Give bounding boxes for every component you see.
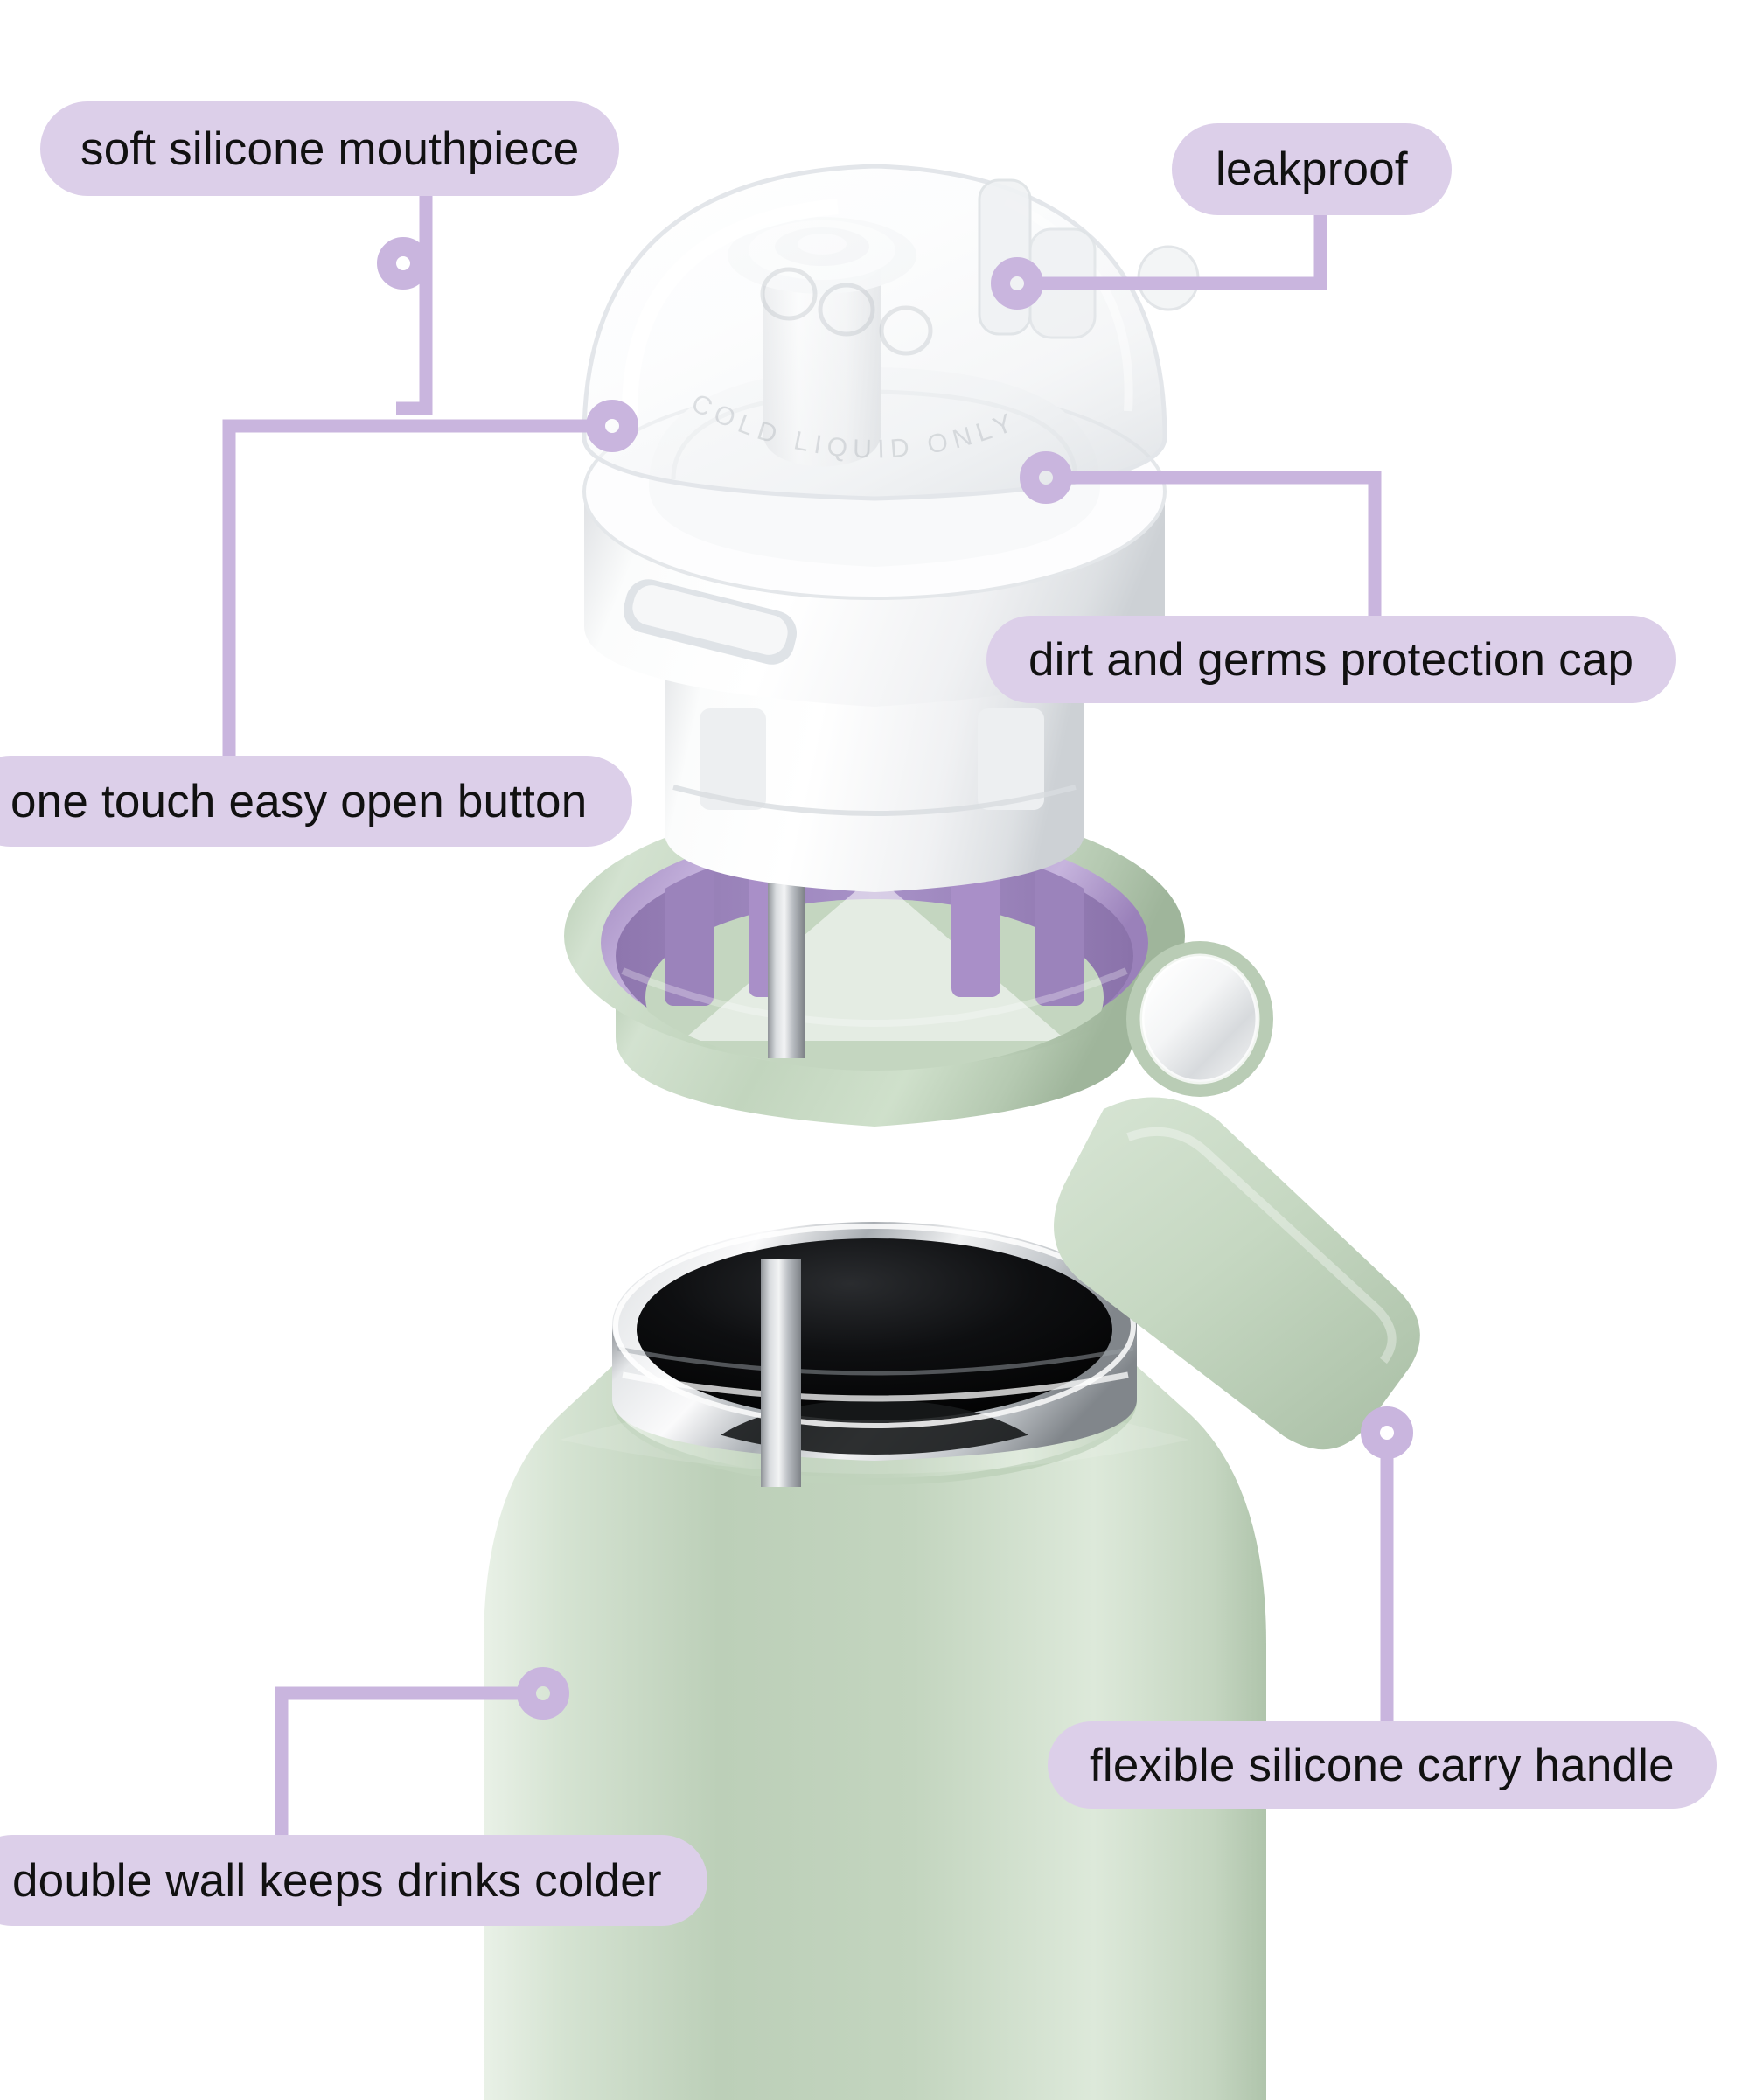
callout-text: leakproof <box>1216 143 1408 195</box>
callout-label-flexible-silicone-carry-handle[interactable]: flexible silicone carry handle <box>1048 1721 1717 1809</box>
brand-emboss <box>760 267 933 356</box>
callout-text: double wall keeps drinks colder <box>12 1854 662 1907</box>
dust-protection-dome: COLD LIQUID ONLY <box>582 164 1200 501</box>
carry-handle-strap <box>1054 1097 1420 1450</box>
callout-label-double-wall-keeps-drinks-colder[interactable]: double wall keeps drinks colder <box>0 1835 707 1926</box>
callout-label-one-touch-easy-open-button[interactable]: one touch easy open button <box>0 756 633 847</box>
callout-text: dirt and germs protection cap <box>1028 633 1634 686</box>
callout-text: one touch easy open button <box>10 775 588 827</box>
handle-rivet <box>1126 941 1273 1097</box>
one-touch-open-button[interactable] <box>618 575 801 670</box>
callout-text: soft silicone mouthpiece <box>80 122 580 175</box>
dome-latch <box>978 178 1200 339</box>
callout-text: flexible silicone carry handle <box>1090 1739 1675 1791</box>
callout-label-leakproof[interactable]: leakproof <box>1172 123 1452 215</box>
callout-label-soft-silicone-mouthpiece[interactable]: soft silicone mouthpiece <box>40 101 620 196</box>
callout-label-dirt-and-germs-protection-cap[interactable]: dirt and germs protection cap <box>986 616 1676 703</box>
straw-lower <box>761 1259 801 1487</box>
